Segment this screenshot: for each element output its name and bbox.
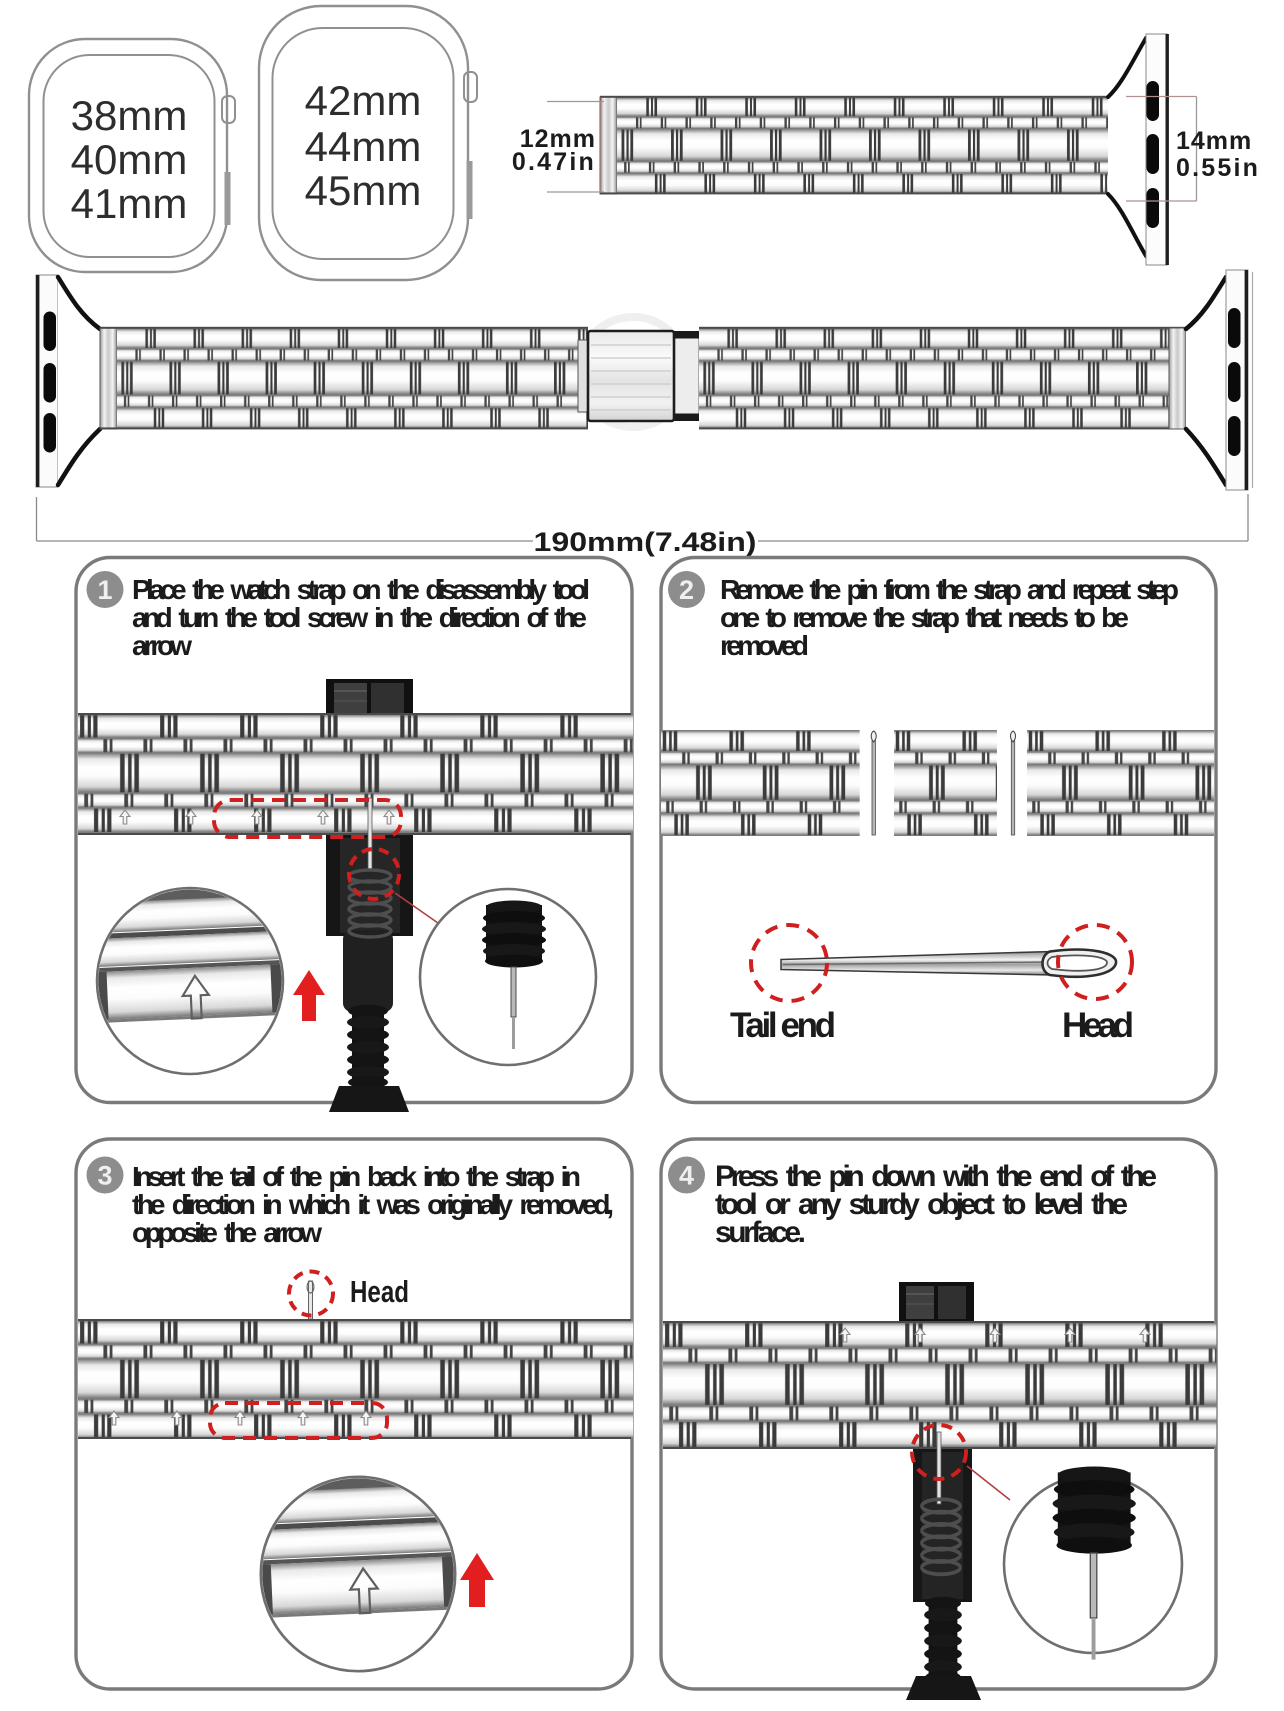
svg-text:41mm: 41mm: [71, 180, 188, 227]
svg-text:Insert the tail of the pin bac: Insert the tail of the pin back into the…: [132, 1161, 581, 1192]
svg-text:45mm: 45mm: [305, 167, 422, 214]
svg-text:Press the pin down with the en: Press the pin down with the end of the: [715, 1160, 1157, 1193]
svg-text:the direction in which it was: the direction in which it was originally…: [132, 1189, 614, 1220]
svg-text:42mm: 42mm: [305, 77, 422, 124]
svg-text:0.55in: 0.55in: [1176, 154, 1260, 182]
svg-text:1: 1: [97, 575, 112, 605]
svg-text:190mm(7.48in): 190mm(7.48in): [534, 527, 757, 557]
svg-text:removed: removed: [720, 630, 809, 661]
svg-text:and turn the tool screw in the: and turn the tool screw in the direction…: [132, 602, 587, 633]
svg-text:Tail end: Tail end: [730, 1006, 836, 1045]
svg-text:4: 4: [679, 1161, 694, 1191]
svg-text:2: 2: [679, 575, 694, 605]
svg-text:opposite the arrow: opposite the arrow: [132, 1217, 322, 1248]
svg-text:14mm: 14mm: [1176, 127, 1252, 155]
svg-text:one to remove the strap that n: one to remove the strap that needs to be: [720, 602, 1129, 633]
svg-text:Remove the pin from the strap: Remove the pin from the strap and repeat…: [720, 574, 1179, 605]
svg-text:0.47in: 0.47in: [512, 148, 596, 176]
svg-text:Place the watch strap on the d: Place the watch strap on the disassembly…: [132, 574, 590, 605]
svg-text:12mm: 12mm: [520, 125, 596, 153]
svg-text:Head: Head: [1062, 1006, 1134, 1045]
svg-text:Head: Head: [350, 1274, 409, 1309]
svg-text:surface.: surface.: [715, 1216, 806, 1249]
svg-text:40mm: 40mm: [71, 136, 188, 183]
svg-text:44mm: 44mm: [305, 123, 422, 170]
svg-text:3: 3: [97, 1161, 112, 1191]
svg-text:arrow: arrow: [132, 630, 192, 661]
svg-text:tool or any sturdy object to l: tool or any sturdy object to level the: [715, 1188, 1128, 1221]
svg-text:38mm: 38mm: [71, 92, 188, 139]
